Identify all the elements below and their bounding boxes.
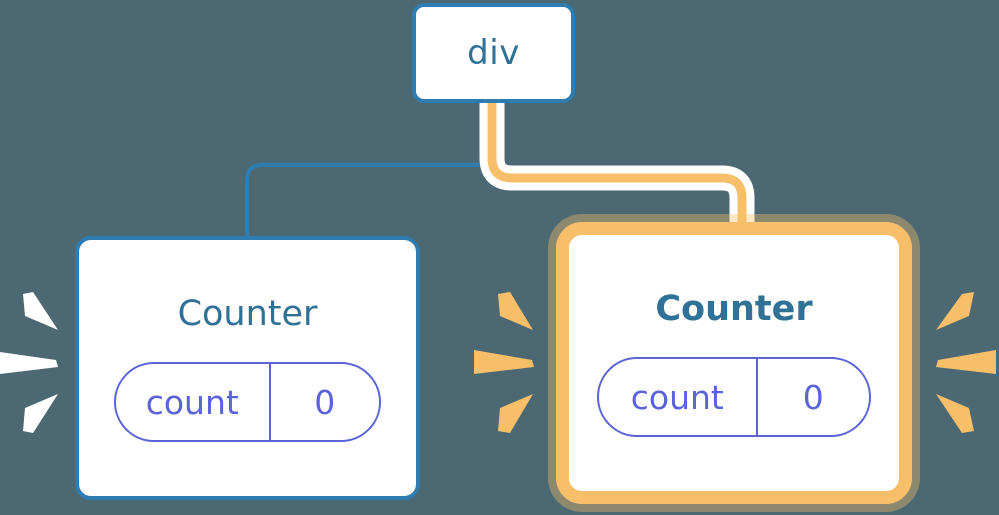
edge-div-to-counter-left: [245, 103, 494, 236]
node-div-label: div: [467, 33, 520, 73]
node-counter-left-label: Counter: [177, 294, 318, 334]
node-counter-right-label: Counter: [655, 289, 813, 329]
edge-div-to-counter-right: [487, 103, 747, 236]
state-value: 0: [755, 359, 869, 435]
node-counter-right[interactable]: Counter count 0: [556, 222, 912, 504]
node-counter-left-body: Counter count 0: [79, 240, 416, 496]
state-pill-counter-right[interactable]: count 0: [597, 357, 871, 437]
state-key: count: [630, 377, 724, 417]
node-div[interactable]: div: [412, 3, 575, 103]
state-key: count: [145, 382, 239, 422]
state-value: 0: [268, 364, 379, 440]
node-counter-left[interactable]: Counter count 0: [75, 236, 420, 500]
edge-highlight-halo: [479, 103, 755, 236]
node-counter-right-body: Counter count 0: [569, 235, 899, 491]
state-pill-counter-left[interactable]: count 0: [114, 362, 381, 442]
